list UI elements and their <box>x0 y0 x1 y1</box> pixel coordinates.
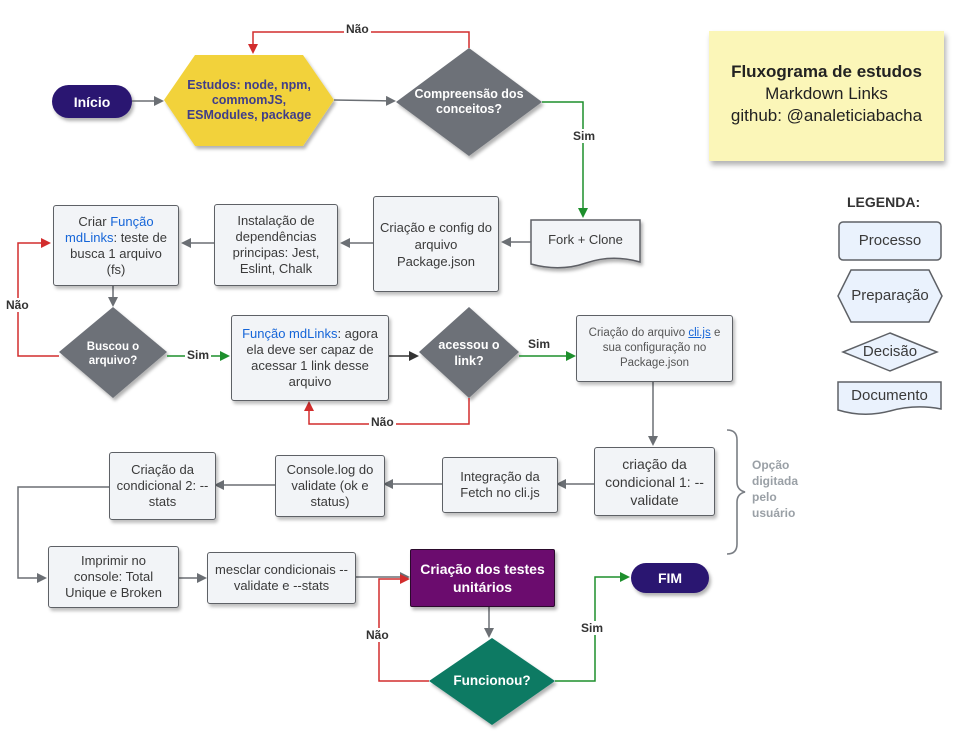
criacao-cli-link: cli.js <box>688 327 711 339</box>
criacao-cli-text: Criação do arquivo cli.js e sua configur… <box>585 326 724 371</box>
arrow-cond2-imprimir <box>17 486 109 583</box>
legend-preparacao-label: Preparação <box>851 287 929 304</box>
criar-funcao-blue: Função mdLinks <box>65 213 154 245</box>
title-line1: Fluxograma de estudos <box>731 62 922 81</box>
instalacao-box: Instalação de dependências principas: Je… <box>214 204 338 286</box>
cond2-label: Criação da condicional 2: --stats <box>116 462 209 509</box>
legend-processo-label: Processo <box>858 232 922 249</box>
inicio-label: Início <box>73 93 111 110</box>
fim-label: FIM <box>657 570 683 586</box>
edge-label-nao-buscou: Não <box>4 298 31 312</box>
funcao-text: Função mdLinks: agora ela deve ser capaz… <box>238 326 382 390</box>
testes-box: Criação dos testes unitários <box>410 549 555 607</box>
funcao-blue: Função mdLinks <box>242 326 338 341</box>
integracao-label: Integração da Fetch no cli.js <box>460 469 540 500</box>
title-line2: Markdown Links <box>765 84 888 103</box>
edge-label-nao-funcionou: Não <box>364 628 391 642</box>
imprimir-label: Imprimir no console: Total Unique e Brok… <box>65 553 162 600</box>
console-log-box: Console.log do validate (ok e status) <box>275 455 385 517</box>
imprimir-box: Imprimir no console: Total Unique e Brok… <box>48 546 179 608</box>
compreensao-label: Compreensão dos conceitos? <box>414 87 524 116</box>
testes-label: Criação dos testes unitários <box>420 561 545 595</box>
buscou-diamond <box>59 307 167 398</box>
cond1-box: criação da condicional 1: --validate <box>594 447 715 516</box>
cond2-box: Criação da condicional 2: --stats <box>109 452 216 520</box>
criacao-cli-box: Criação do arquivo cli.js e sua configur… <box>576 315 733 382</box>
criacao-cli-suffix: e sua configuração no Package.json <box>602 327 721 369</box>
legend-preparacao-shape <box>837 269 943 323</box>
acessou-label: acessou o link? <box>438 338 500 368</box>
console-log-label: Console.log do validate (ok e status) <box>286 462 374 509</box>
integracao-box: Integração da Fetch no cli.js <box>442 457 558 513</box>
mesclar-label: mesclar condicionais --validate e --stat… <box>215 562 348 593</box>
criacao-config-label: Criação e config do arquivo Package.json <box>380 219 493 269</box>
legend-decisao-shape <box>840 332 940 372</box>
criar-funcao-suffix: : teste de busca 1 arquivo (fs) <box>70 229 167 277</box>
edge-label-nao-acessou: Não <box>369 415 396 429</box>
criar-funcao-text: Criar Função mdLinks: teste de busca 1 a… <box>60 214 172 278</box>
legend-processo-shape <box>838 221 942 261</box>
legend-decisao-label: Decisão <box>862 343 918 360</box>
estudos-hexagon <box>164 55 334 146</box>
fork-document <box>530 219 641 269</box>
inicio-terminator <box>52 85 132 118</box>
acessou-diamond <box>419 307 519 398</box>
edge-label-sim-acessou: Sim <box>526 337 553 351</box>
estudos-label: Estudos: node, npm, commomJS, ESModules,… <box>186 77 312 122</box>
fork-label: Fork + Clone <box>548 232 623 247</box>
legend-documento-shape <box>837 381 942 415</box>
funcionou-diamond <box>429 638 555 725</box>
edge-label-sim-compreensao: Sim <box>571 129 598 143</box>
title-line3: github: @analeticiabacha <box>730 106 923 125</box>
mesclar-box: mesclar condicionais --validate e --stat… <box>207 552 356 604</box>
cond1-label: criação da condicional 1: --validate <box>605 455 704 508</box>
user-option-brace <box>726 429 746 555</box>
instalacao-label: Instalação de dependências principas: Je… <box>232 213 320 276</box>
legend-title: LEGENDA: <box>847 194 921 210</box>
criacao-cli-prefix: Criação do arquivo <box>588 327 686 339</box>
arrow-estudos-compreensao <box>333 95 396 106</box>
title-sticky-note: Fluxograma de estudos Markdown Links git… <box>709 31 944 161</box>
funcao-suffix: : agora ela deve ser capaz de acessar 1 … <box>246 326 378 389</box>
legend-documento-label: Documento <box>851 387 928 404</box>
fim-terminator <box>631 563 709 593</box>
edge-label-sim-buscou: Sim <box>185 348 212 362</box>
criar-funcao-box: Criar Função mdLinks: teste de busca 1 a… <box>53 205 179 286</box>
funcionou-label: Funcionou? <box>453 673 531 688</box>
criacao-config-box: Criação e config do arquivo Package.json <box>373 196 499 292</box>
compreensao-diamond <box>396 48 542 156</box>
edge-label-nao-compreensao: Não <box>344 22 371 36</box>
user-option-note: Opção digitada pelo usuário <box>752 458 799 520</box>
funcao-box: Função mdLinks: agora ela deve ser capaz… <box>231 315 389 401</box>
arrow-sim-compreensao <box>542 101 588 218</box>
criar-funcao-prefix: Criar <box>78 213 107 229</box>
edge-label-sim-funcionou: Sim <box>579 621 606 635</box>
buscou-label: Buscou o arquivo? <box>86 341 140 367</box>
